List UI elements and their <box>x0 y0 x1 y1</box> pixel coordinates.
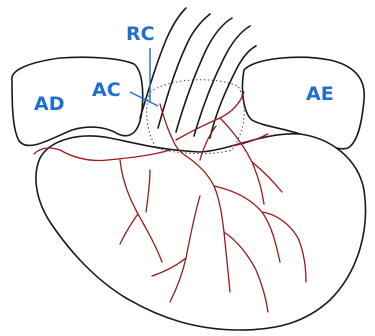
ventricle-outline <box>36 134 366 330</box>
label-ad: AD <box>34 93 64 115</box>
atrium-right-outline <box>12 57 143 145</box>
label-ac: AC <box>92 79 121 101</box>
label-ae: AE <box>306 83 334 105</box>
vessel-line-3 <box>176 18 232 132</box>
label-rc: RC <box>126 23 155 45</box>
